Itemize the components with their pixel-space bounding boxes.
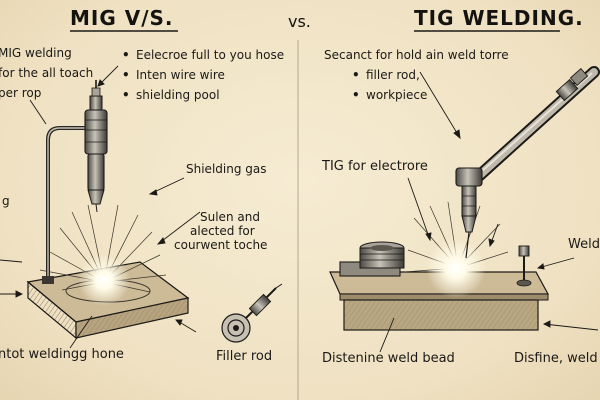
right-bullet-2: •workpiece [352,88,428,102]
mig-filler-rod-tool [221,283,283,343]
left-title: MIG V/S. [70,6,174,30]
label-sulen-line2: alected for [190,224,255,238]
middle-title: vs. [288,12,311,31]
label-sulen-line1: Sulen and [200,210,260,224]
label-per-rop: per rop [0,86,42,100]
left-bullet-1: •Eelecroe full to you hose [122,48,285,62]
label-disfine-weld: Disfine, weld b [514,351,600,366]
bullet-dot: • [122,68,130,82]
tig-electrode-holder [516,245,532,287]
label-distenine-weld-bead: Distenine weld bead [322,351,455,366]
left-leader-lines [0,65,201,349]
label-tig-electrode: TIG for electrore [322,159,428,174]
tig-torch [455,66,600,259]
mig-torch [84,80,108,213]
label-g: g [2,194,10,208]
label-weld: Weld [568,237,600,252]
label-for-all-toach: for the all toach [0,66,94,80]
left-bullet-3: •shielding pool [122,88,220,102]
mig-arc-glow [78,254,130,306]
tig-filler-spool [339,241,405,277]
label-base: ntot weldingg hone [0,347,124,362]
label-shielding-gas: Shielding gas [186,162,267,176]
bullet-dot: • [352,68,360,82]
tig-workbench [329,271,550,331]
right-bullet-1: •filler rod, [352,68,420,82]
label-filler-rod: Filler rod [216,349,273,364]
right-title: TIG WELDING. [414,6,584,30]
bullet-dot: • [122,48,130,62]
left-bullet-2: •Inten wire wire [122,68,225,82]
right-leader-lines [379,71,599,353]
label-mig-welding: MIG welding [0,46,72,60]
label-sulen-line3: courwent toche [174,238,268,252]
tig-arc-glow [426,238,486,298]
label-secanct: Secanct for hold ain weld torre [324,48,509,62]
bullet-dot: • [352,88,360,102]
bullet-dot: • [122,88,130,102]
